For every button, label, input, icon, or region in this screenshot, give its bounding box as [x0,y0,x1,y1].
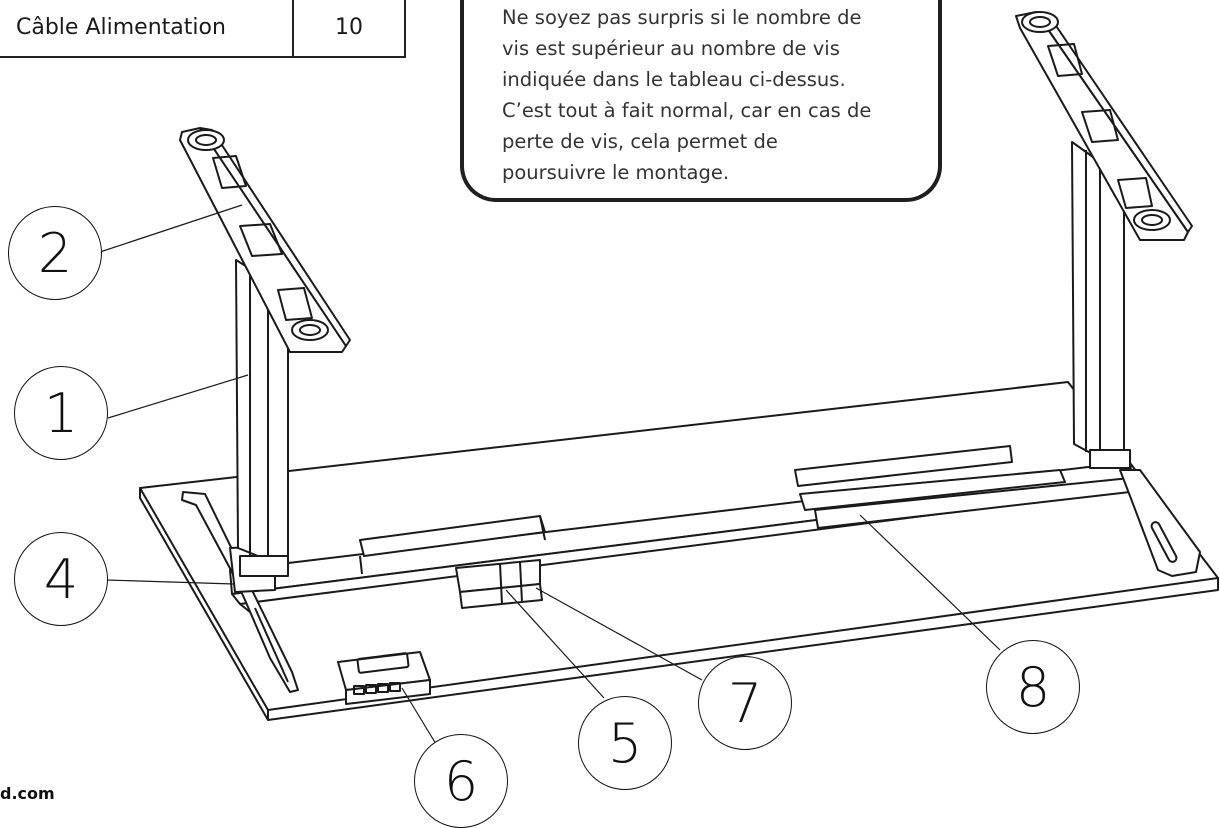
note-line: C’est tout à fait normal, car en cas de [502,99,872,122]
part-quantity-cell: 10 [292,0,406,58]
leader-lines [99,204,1001,745]
desk-frame-assembly-drawing [99,11,1219,745]
callout-8: 8 [986,640,1080,734]
table-row: Câble Alimentation 10 [0,0,406,58]
right-leg-column [1071,141,1131,469]
callout-4: 4 [14,532,108,626]
parts-table: Câble Alimentation 10 [0,0,406,58]
part-name-cell: Câble Alimentation [0,0,294,58]
left-leg-column [235,259,289,577]
note-line: perte de vis, cela permet de [502,130,778,153]
callout-7: 7 [698,656,792,750]
left-foot [179,127,351,353]
callout-5: 5 [578,696,672,790]
handset-controller [337,651,431,705]
footer-url-fragment: d.com [0,784,55,803]
note-line: Ne soyez pas surpris si le nombre de [502,6,862,29]
frame-crossbar [229,445,1141,613]
control-box [455,559,543,609]
right-foot [1015,11,1193,241]
callout-1: 1 [14,366,108,460]
callout-6: 6 [414,734,508,828]
right-bracket [1119,469,1201,577]
note-line: vis est supérieur au nombre de vis [502,37,840,60]
note-line: indiquée dans le tableau ci-dessus. [502,68,846,91]
note-line: poursuivre le montage. [502,161,730,184]
screw-count-note: Ne soyez pas surpris si le nombre de vis… [460,0,942,202]
callout-2: 2 [8,206,102,300]
